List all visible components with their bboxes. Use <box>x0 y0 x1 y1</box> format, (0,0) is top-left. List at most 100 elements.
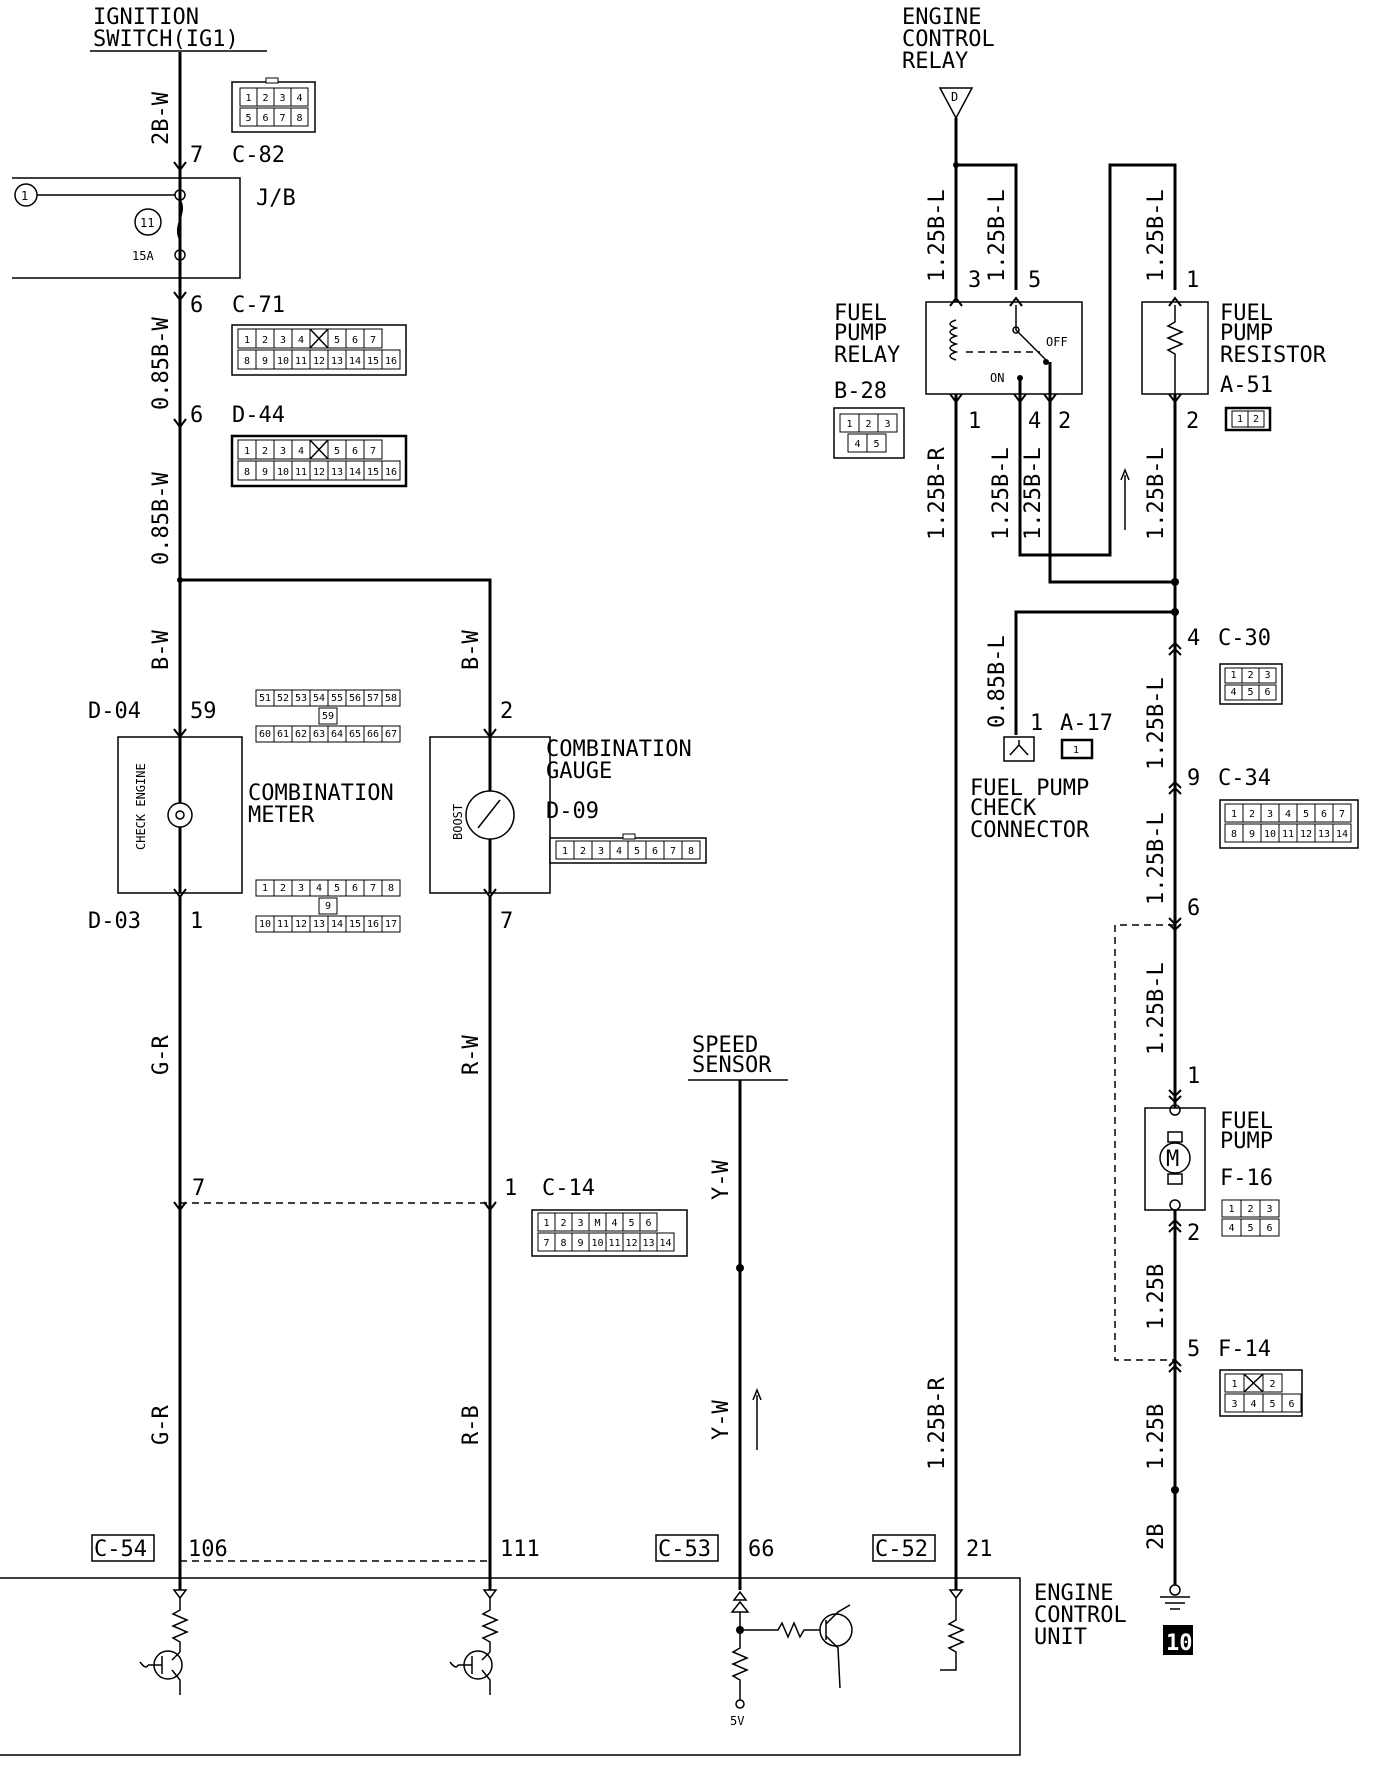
connector-pin-label: 5 <box>334 446 340 457</box>
svg-text:UNIT: UNIT <box>1034 1625 1087 1650</box>
engine-control-unit: ENGINE CONTROL UNIT 10 <box>0 1577 1193 1756</box>
connector-pin-label: 3 <box>1267 809 1273 820</box>
wire-label-125bl-f: 1.25B-L <box>1144 447 1169 540</box>
wire-label-085bw-b: 0.85B-W <box>149 472 174 565</box>
fuel-pump-relay: OFF ON FUEL PUMP RELAY <box>834 301 1083 395</box>
svg-text:C-30: C-30 <box>1218 626 1271 651</box>
connector-pin-label: 11 <box>1282 829 1294 840</box>
connector-pin-label: 1 <box>1230 670 1236 681</box>
svg-text:SENSOR: SENSOR <box>692 1053 772 1078</box>
connector-pin-cell <box>381 460 401 481</box>
speed-sensor: SPEED SENSOR <box>688 1033 788 1081</box>
svg-text:PUMP: PUMP <box>1220 1129 1273 1154</box>
connector-pin-label: 7 <box>1339 809 1345 820</box>
svg-text:PUMP: PUMP <box>834 321 887 346</box>
svg-text:9: 9 <box>1187 766 1200 791</box>
wire-label-125bl-g: 1.25B-L <box>1144 677 1169 770</box>
svg-text:SPEED: SPEED <box>692 1033 758 1058</box>
connector-pin-label: 5 <box>1303 809 1309 820</box>
connector-pin-label: 2 <box>580 846 586 857</box>
connector-pin-label: 12 <box>313 467 325 478</box>
svg-text:1: 1 <box>1187 1064 1200 1089</box>
svg-text:D-04: D-04 <box>88 699 141 724</box>
connector-pin-label: 1 <box>262 883 268 894</box>
svg-text:B-28: B-28 <box>834 379 887 404</box>
connector-pin-label: 1 <box>1228 1204 1234 1215</box>
svg-text:5: 5 <box>1187 1337 1200 1362</box>
wire-label-125bl-d: 1.25B-L <box>1021 447 1046 540</box>
connector-pin-cell <box>381 879 401 897</box>
connector-pin-label: 16 <box>385 356 397 367</box>
connector-pin-label: 9 <box>1249 829 1255 840</box>
svg-text:PUMP: PUMP <box>1220 321 1273 346</box>
connector-pin-label: 1 <box>543 1218 549 1229</box>
connector-pin-label: 11 <box>608 1238 620 1249</box>
svg-text:2: 2 <box>1187 1221 1200 1246</box>
svg-text:D-44: D-44 <box>232 403 285 428</box>
connector-pin-label: 12 <box>625 1238 637 1249</box>
connector-pin-label: 10 <box>277 467 289 478</box>
connector-pin-label: 3 <box>1231 1399 1237 1410</box>
connector-pin-label: 9 <box>262 467 268 478</box>
connector-pin-label: 2 <box>1253 414 1259 425</box>
svg-text:59: 59 <box>190 699 217 724</box>
svg-text:7: 7 <box>500 909 513 934</box>
svg-text:106: 106 <box>188 1537 228 1562</box>
connector-pin-label: 6 <box>352 446 358 457</box>
connector-pin-cell <box>318 897 338 915</box>
connector-pin-label: 14 <box>349 356 361 367</box>
connector-pin-label: 1 <box>1231 1379 1237 1390</box>
connector-pin-label: 15 <box>367 356 379 367</box>
connector-pin-cell <box>381 349 401 370</box>
connector-pin-label: 53 <box>295 693 307 704</box>
ground-symbol <box>1160 1584 1190 1610</box>
svg-text:OFF: OFF <box>1046 335 1068 349</box>
connector-pin-label: 11 <box>295 467 307 478</box>
connector-pin-label: 65 <box>349 729 361 740</box>
connector-pin-cell <box>381 725 401 743</box>
connector-pin-cell <box>318 707 338 725</box>
connector-pin-label: 8 <box>1231 829 1237 840</box>
connector-blank-pin <box>309 439 329 460</box>
wire-label-125bl-b: 1.25B-L <box>985 189 1010 282</box>
connector-pin-label: 5 <box>334 883 340 894</box>
connector-pin-label: 2 <box>560 1218 566 1229</box>
fuel-pump: M FUEL PUMP F-16 <box>1144 1104 1273 1211</box>
connector-pin-label: 14 <box>349 467 361 478</box>
wire-label-125b-b: 1.25B <box>1144 1404 1169 1470</box>
svg-text:1: 1 <box>1030 711 1043 736</box>
connector-pin-label: 13 <box>642 1238 654 1249</box>
connector-pin-label: M <box>594 1218 600 1229</box>
svg-text:ENGINE: ENGINE <box>1034 1581 1113 1606</box>
connector-pin-cell <box>877 413 898 433</box>
svg-text:FUEL: FUEL <box>1220 301 1273 326</box>
svg-text:7: 7 <box>190 143 203 168</box>
svg-text:IGNITION: IGNITION <box>93 5 199 30</box>
connector-pin-label: 4 <box>611 1218 617 1229</box>
ecu-internal-circuit: 5V <box>139 1589 965 1728</box>
svg-text:66: 66 <box>748 1537 775 1562</box>
svg-text:15A: 15A <box>132 249 154 263</box>
svg-text:6: 6 <box>190 293 203 318</box>
connector-pin-label: 55 <box>331 693 343 704</box>
connector-pin-label: 14 <box>659 1238 671 1249</box>
connector-pin-label: 3 <box>280 335 286 346</box>
connector-pin-label: 7 <box>543 1238 549 1249</box>
svg-text:ENGINE: ENGINE <box>902 5 981 30</box>
connector-pin-label: 61 <box>277 729 289 740</box>
svg-text:M: M <box>1166 1147 1179 1172</box>
connector-pin-label: 64 <box>331 729 343 740</box>
connector-pin-label: 3 <box>279 93 285 104</box>
connector-pin-cell <box>1258 684 1277 701</box>
connector-pin-label: 6 <box>1266 1223 1272 1234</box>
connector-pin-label: 8 <box>244 356 250 367</box>
connector-pin-label: 6 <box>645 1218 651 1229</box>
connector-pin-label: 8 <box>560 1238 566 1249</box>
connector-pin-cell <box>1258 667 1277 684</box>
